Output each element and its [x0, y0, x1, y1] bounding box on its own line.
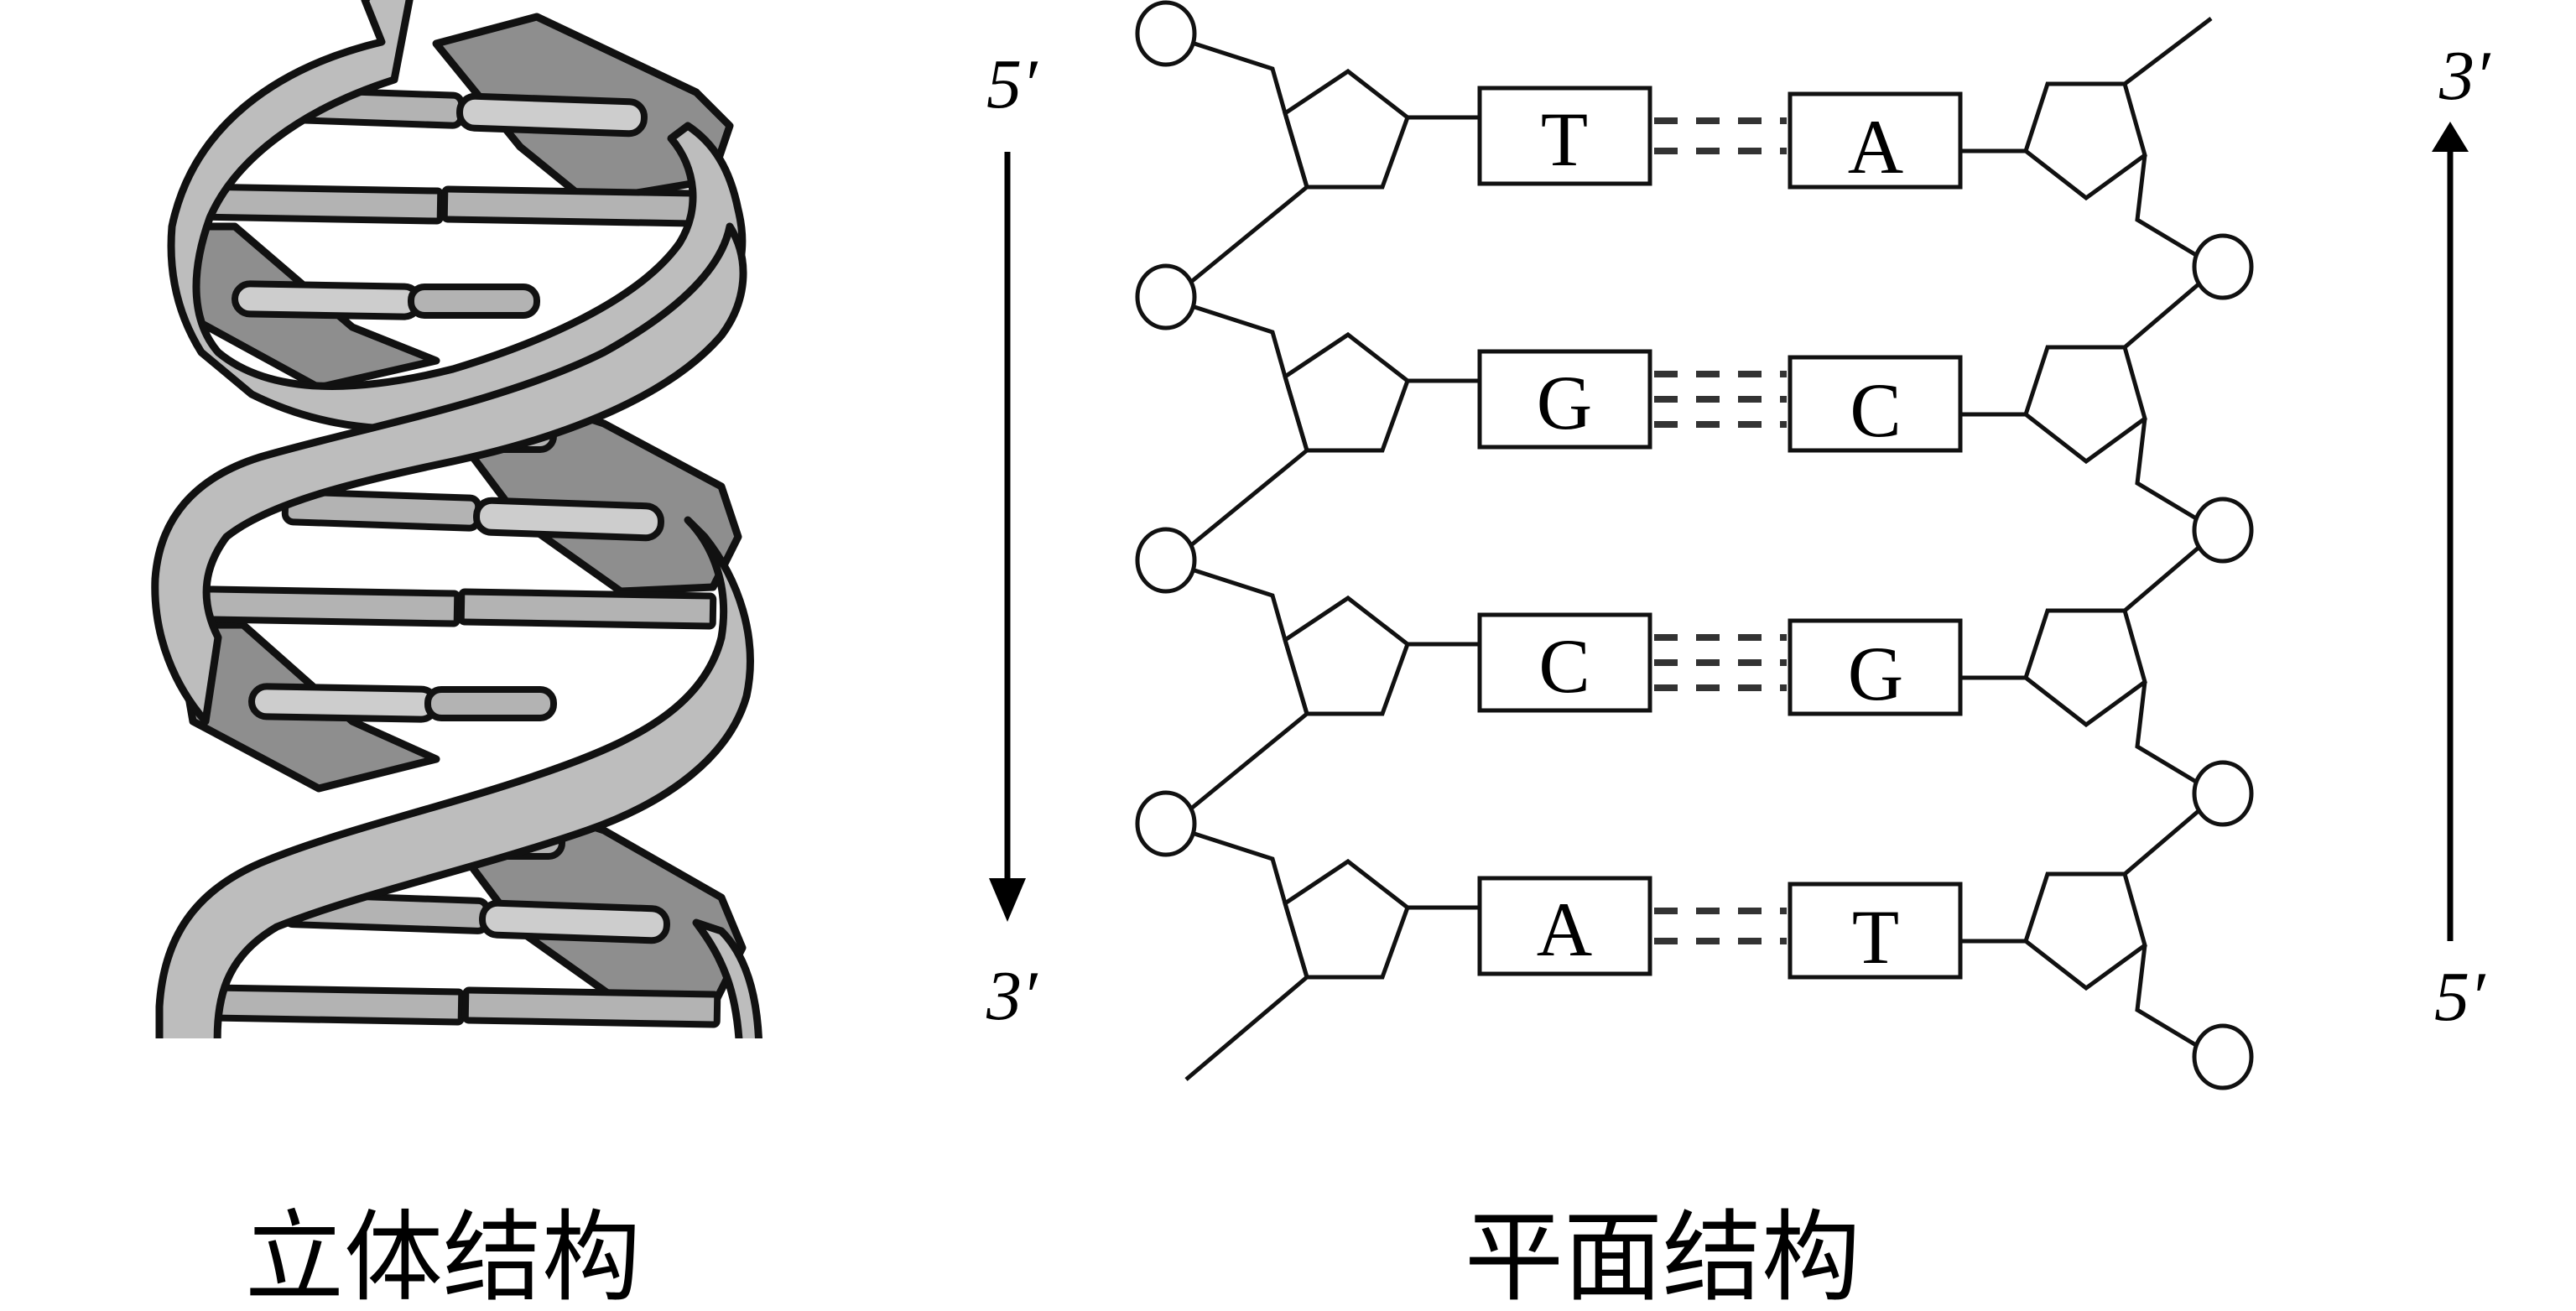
phosphate-circle-icon: [1135, 263, 1197, 330]
arrow-up-icon: [2432, 122, 2469, 152]
arrow-down-icon: [989, 878, 1026, 922]
phosphodiester-bond: [2123, 809, 2201, 876]
base-letter-left: G: [1537, 360, 1592, 445]
strand-tail: [2123, 17, 2213, 86]
base-box-left: [1477, 349, 1652, 450]
phosphodiester-bond: [1189, 449, 1309, 547]
caption-planar-structure: 平面结构: [1465, 1199, 1860, 1311]
base-letter-right: G: [1848, 631, 1903, 716]
front-ribbon: [692, 918, 762, 1038]
base-letter-left: A: [1537, 887, 1592, 972]
phosphodiester-bond: [2135, 681, 2198, 784]
base-box-right: [1788, 355, 1963, 453]
base-letter-right: C: [1850, 367, 1901, 453]
phosphodiester-bond: [2135, 418, 2198, 521]
left-top-end-label: 5′: [986, 45, 1038, 123]
deoxyribose-pentagon-icon: [1283, 68, 1410, 190]
base-box-right: [1788, 91, 1963, 190]
deoxyribose-pentagon-icon: [2023, 871, 2147, 991]
planar-structure: 5′ 3′ 3′ 5′ T A G C C G A T: [986, 0, 2491, 1090]
deoxyribose-pentagon-icon: [2023, 608, 2147, 728]
base-letter-left: T: [1541, 96, 1588, 182]
right-top-end-label: 3′: [2438, 37, 2491, 115]
left-bottom-end-label: 3′: [986, 957, 1038, 1035]
deoxyribose-pentagon-icon: [2023, 345, 2147, 465]
base-box-right: [1788, 882, 1963, 980]
phosphate-circle-icon: [1135, 790, 1197, 857]
backbone-lines: [1184, 17, 2213, 1081]
front-ribbon: [151, 222, 747, 726]
deoxyribose-pentagon-icon: [1283, 595, 1410, 716]
phosphodiester-bond: [2123, 545, 2201, 612]
deoxyribose-pentagon-icon: [1283, 331, 1410, 453]
phosphodiester-bond: [1194, 304, 1288, 377]
base-pairs: T A G C C G A T: [1135, 0, 2254, 1090]
phosphodiester-bond: [1194, 41, 1288, 114]
right-bottom-end-label: 5′: [2434, 958, 2486, 1036]
base-box-left: [1477, 876, 1652, 976]
base-box-right: [1788, 618, 1963, 716]
base-letter-right: T: [1852, 894, 1899, 980]
phosphodiester-bond: [1194, 568, 1288, 641]
phosphate-circle-icon: [2192, 233, 2254, 300]
strand-tail: [1184, 975, 1309, 1081]
phosphate-circle-icon: [1135, 0, 1197, 67]
deoxyribose-pentagon-icon: [2023, 81, 2147, 201]
phosphate-circle-icon: [2192, 1023, 2254, 1090]
phosphate-circle-icon: [1135, 527, 1197, 594]
deoxyribose-pentagon-icon: [1283, 858, 1410, 980]
base-box-left: [1477, 612, 1652, 713]
caption-3d-structure: 立体结构: [245, 1199, 641, 1311]
phosphodiester-bond: [1189, 185, 1309, 284]
phosphate-circle-icon: [2192, 760, 2254, 827]
double-helix-3d: [151, 0, 762, 1038]
base-letter-left: C: [1538, 623, 1590, 709]
phosphodiester-bond: [1189, 712, 1309, 810]
phosphate-circle-icon: [2192, 497, 2254, 564]
base-letter-right: A: [1848, 104, 1903, 190]
front-ribbon: [155, 516, 754, 1038]
front-ribbon: [167, 0, 747, 434]
phosphodiester-bond: [2135, 154, 2198, 258]
phosphodiester-bond: [1194, 831, 1288, 904]
phosphodiester-bond: [2135, 944, 2198, 1048]
phosphodiester-bond: [2123, 282, 2201, 349]
base-box-left: [1477, 86, 1652, 186]
